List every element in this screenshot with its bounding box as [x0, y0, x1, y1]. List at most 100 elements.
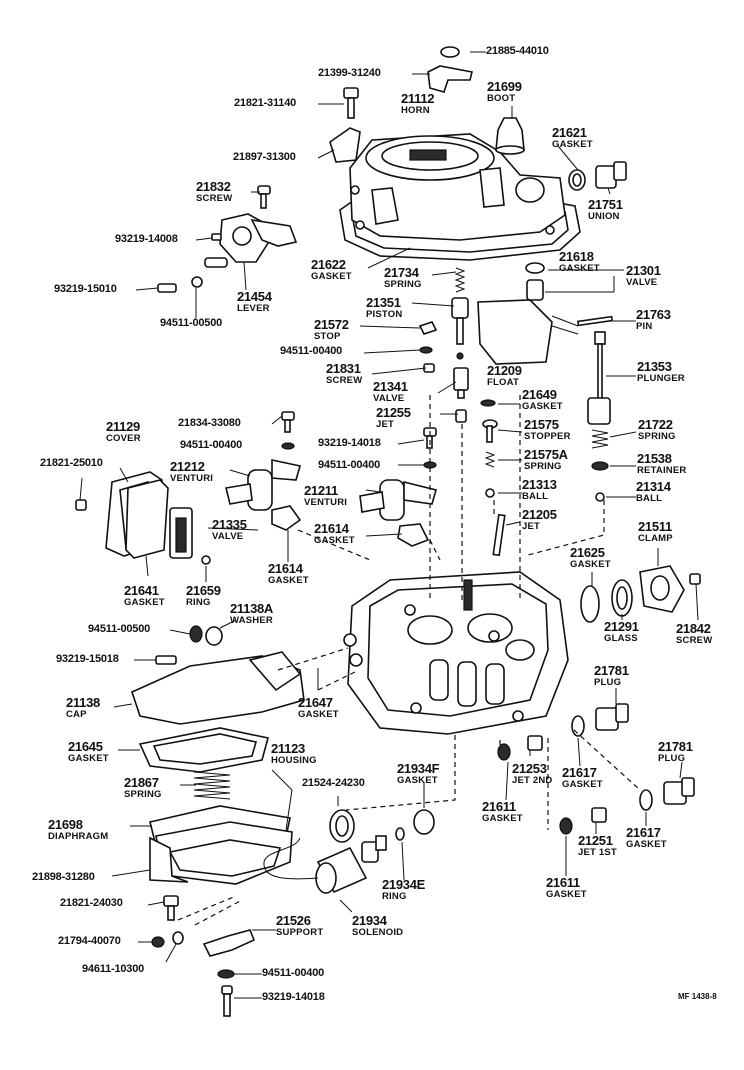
part-number: 21614	[268, 561, 303, 576]
part-number: 94511-00500	[160, 317, 223, 329]
part-number: 21832	[196, 179, 231, 194]
part-name: DIAPHRAGM	[48, 831, 109, 842]
part-name: BALL	[636, 493, 663, 504]
part-name: JET 2ND	[512, 775, 553, 786]
part-name: STOP	[314, 331, 341, 342]
part-number: 21617	[626, 825, 661, 840]
part-name: GASKET	[562, 779, 603, 790]
part-name: GASKET	[522, 401, 563, 412]
part-number: 21821-24030	[60, 897, 123, 909]
part-number: 21209	[487, 363, 522, 378]
part-number: 21251	[578, 833, 613, 848]
part-number: 21641	[124, 583, 159, 598]
part-name: GASKET	[482, 813, 523, 824]
part-number: 21524-24230	[302, 777, 365, 789]
part-label: 21399-31240	[318, 68, 381, 79]
part-number: 21934E	[382, 877, 426, 892]
part-name: VALVE	[212, 531, 244, 542]
part-number: 94611-10300	[82, 963, 145, 975]
part-name: RETAINER	[637, 465, 687, 476]
part-name: LEVER	[237, 303, 270, 314]
part-name: BALL	[522, 491, 549, 502]
part-name: HORN	[401, 105, 430, 116]
part-name: GASKET	[546, 889, 587, 900]
part-number: 21794-40070	[58, 935, 121, 947]
part-number: 21821-31140	[234, 97, 297, 109]
part-number: 93219-14018	[318, 437, 381, 449]
part-label: 21821-25010	[40, 458, 103, 469]
part-number: 21898-31280	[32, 871, 95, 883]
part-label: 93219-14018	[318, 438, 381, 449]
part-number: 21129	[106, 419, 140, 434]
part-name: SPRING	[638, 431, 676, 442]
part-number: 21867	[124, 775, 159, 790]
part-number: 21934	[352, 913, 387, 928]
venturi-cover-drawing	[75, 459, 437, 565]
part-label: 93219-15010	[54, 284, 117, 295]
leader-lines	[79, 51, 699, 999]
part-number: 21575A	[524, 447, 568, 462]
part-label: 94511-00500	[160, 318, 222, 329]
part-name: GASKET	[559, 263, 600, 274]
part-number: 21645	[68, 739, 103, 754]
part-name: SPRING	[124, 789, 162, 800]
part-name: PLUNGER	[637, 373, 685, 384]
part-name: PLUG	[594, 677, 622, 688]
part-label: 94511-00400	[262, 968, 324, 979]
part-number: 21618	[559, 249, 594, 264]
part-label: 21821-24030	[60, 898, 123, 909]
part-name: VALVE	[373, 393, 405, 404]
part-number: 21301	[626, 263, 661, 278]
part-number: 21614	[314, 521, 349, 536]
part-number: 93219-15018	[56, 653, 119, 665]
part-label: 93219-14018	[262, 992, 325, 1003]
part-name: GLASS	[604, 633, 638, 644]
part-number: 21625	[570, 545, 605, 560]
part-number: 21538	[637, 451, 672, 466]
air-horn-drawing	[157, 46, 627, 293]
part-number: 21138	[66, 695, 100, 710]
part-number: 21699	[487, 79, 522, 94]
part-name: SCREW	[196, 193, 233, 204]
part-number: 21511	[638, 519, 672, 534]
part-number: 94511-00400	[180, 439, 243, 451]
part-name: RING	[186, 597, 211, 608]
part-name: SCREW	[326, 375, 363, 386]
part-number: 21781	[594, 663, 629, 678]
main-body-drawing	[343, 571, 569, 735]
part-name: PLUG	[658, 753, 686, 764]
part-label: 21821-31140	[234, 98, 296, 109]
part-number: 94511-00500	[88, 623, 151, 635]
part-name: CAP	[66, 709, 87, 720]
part-name: PIN	[636, 321, 653, 332]
part-name: SCREW	[676, 635, 713, 646]
part-name: GASKET	[397, 775, 438, 786]
part-name: BOOT	[487, 93, 516, 104]
part-label: 21885-44010	[486, 46, 549, 57]
part-number: 21138A	[230, 601, 274, 616]
part-name: GASKET	[124, 597, 165, 608]
